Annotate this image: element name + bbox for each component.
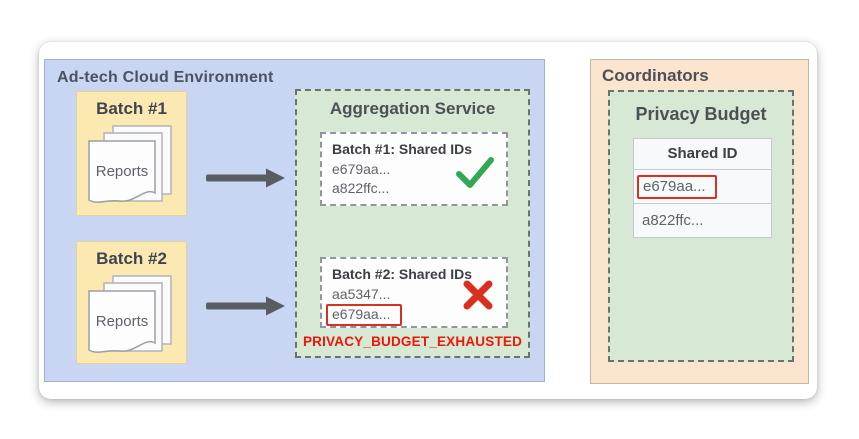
stacked-documents-icon xyxy=(88,125,172,203)
shared-id-value: aa5347... xyxy=(332,286,391,302)
batch-1-box: Batch #1 Reports xyxy=(76,91,187,216)
reports-stack-icon: Reports xyxy=(87,125,177,209)
table-row: a822ffc... xyxy=(634,203,771,237)
batch-1-label: Batch #1 xyxy=(96,99,167,118)
shared-id-table-header: Shared ID xyxy=(634,139,771,170)
reports-stack-icon: Reports xyxy=(87,275,177,359)
shared-id-value: e679aa... xyxy=(332,161,391,177)
privacy-budget-title: Privacy Budget xyxy=(635,104,767,124)
batch-1-result-box: Batch #1: Shared IDs e679aa... a822ffc..… xyxy=(320,132,508,206)
flagged-id-outline: e679aa... xyxy=(326,304,403,326)
coordinators-title: Coordinators xyxy=(602,66,709,85)
coordinators-box: Coordinators Privacy Budget Shared ID e6… xyxy=(590,59,809,384)
flagged-id-outline: e679aa... xyxy=(637,175,717,199)
aggregation-service-title: Aggregation Service xyxy=(329,99,496,118)
stacked-documents-icon xyxy=(88,275,172,353)
reports-label: Reports xyxy=(95,313,149,330)
success-checkmark-icon xyxy=(456,157,494,194)
reports-label: Reports xyxy=(95,163,149,180)
batch-2-result-box: Batch #2: Shared IDs aa5347... e679aa... xyxy=(320,257,508,328)
batch-2-result-title: Batch #2: Shared IDs xyxy=(332,266,473,282)
shared-id-table: Shared ID e679aa... a822ffc... xyxy=(633,138,772,238)
privacy-budget-box: Privacy Budget Shared ID e679aa... a822f… xyxy=(608,90,794,362)
shared-id-value: a822ffc... xyxy=(332,180,390,196)
diagram-canvas: Ad-tech Cloud Environment Batch #1 Repor… xyxy=(39,42,817,399)
batch-2-box: Batch #2 Reports xyxy=(76,241,187,364)
batch-1-result-title: Batch #1: Shared IDs xyxy=(332,141,473,157)
arrow-right-icon xyxy=(206,168,286,188)
adtech-title: Ad-tech Cloud Environment xyxy=(57,69,274,86)
flagged-shared-id: e679aa... xyxy=(326,304,496,326)
privacy-budget-exhausted-label: PRIVACY_BUDGET_EXHAUSTED xyxy=(302,334,523,349)
arrow-right-icon xyxy=(206,296,286,316)
aggregation-service-box: Aggregation Service Batch #1: Shared IDs… xyxy=(295,89,530,358)
table-row: e679aa... xyxy=(634,170,771,203)
batch-2-label: Batch #2 xyxy=(96,249,167,268)
failure-x-icon xyxy=(462,279,494,316)
